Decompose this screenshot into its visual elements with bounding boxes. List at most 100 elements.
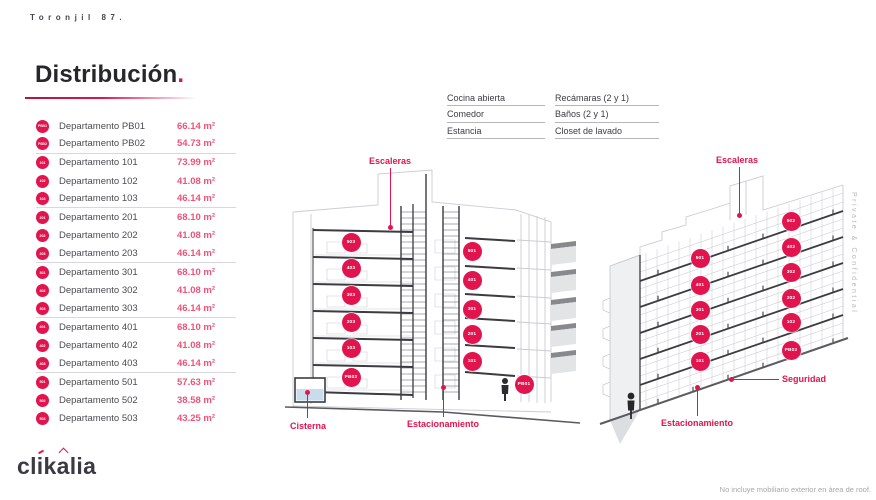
cistern-box [294,377,326,403]
apartment-label: Departamento 403 [59,358,138,369]
apartment-area: 41.08 m² [177,175,216,187]
apartment-label: Departamento 201 [59,212,138,224]
unit-badge: 201 [690,324,710,344]
apartment-area: 46.14 m² [177,248,216,260]
apartment-row: 203 Departamento 203 46.14 m² [36,245,236,264]
apartment-area: 66.14 m² [177,120,216,132]
legend-item: Comedor [447,106,545,123]
unit-badge: 202 [36,229,49,243]
unit-badge: PB02 [36,137,49,151]
unit-badge: PB01 [36,119,49,133]
pointer-dot [304,390,310,395]
apartment-area: 38.58 m² [177,395,216,407]
apartment-area: 54.73 m² [177,138,216,150]
apartment-row: 103 Departamento 103 46.14 m² [36,190,236,209]
apartment-row: 403 Departamento 403 46.14 m² [36,355,236,374]
unit-badge: 401 [690,275,710,295]
unit-badge: 103 [36,192,49,206]
apartment-area: 46.14 m² [177,358,216,369]
apartment-label: Departamento PB02 [59,138,146,150]
unit-badge: PB02 [781,340,801,360]
person-figure [627,392,635,419]
apartment-label: Departamento 501 [59,376,138,388]
unit-badge: 502 [36,394,49,408]
apartment-label: Departamento 302 [59,285,138,297]
iso-estacionamiento-label: Estacionamiento [660,418,734,428]
apartment-row: 201 Departamento 201 68.10 m² [36,208,236,226]
apartment-row: 501 Departamento 501 57.63 m² [36,373,236,391]
unit-badge: 501 [36,375,49,389]
apartment-row: 302 Departamento 302 41.08 m² [36,282,236,300]
apartment-label: Departamento 503 [59,413,138,425]
apartment-row: PB02 Departamento PB02 54.73 m² [36,135,236,154]
unit-badge: 101 [690,351,710,371]
unit-badge: PB01 [514,374,534,394]
project-name: Toronjil 87. [30,13,127,22]
unit-badge: 401 [462,270,482,290]
apartment-label: Departamento 301 [59,267,138,279]
legend-item: Estancia [447,123,545,140]
apartment-label: Departamento 502 [59,395,138,407]
apartment-area: 46.14 m² [177,193,216,205]
section-escaleras-label: Escaleras [368,156,412,166]
apartment-area: 46.14 m² [177,303,216,315]
unit-badge: 502 [781,211,801,231]
unit-badge: 503 [36,412,49,426]
apartment-area: 68.10 m² [177,321,216,333]
apartment-label: Departamento 401 [59,321,138,333]
apartment-label: Departamento 203 [59,248,138,260]
legend-item: Closet de lavado [555,123,659,140]
unit-badge: 301 [36,266,49,280]
unit-badge: 302 [36,284,49,298]
section-elevation-drawing [284,169,581,424]
unit-badge: PB02 [341,367,361,387]
pointer-line [696,390,698,416]
legend-item: Recámaras (2 y 1) [555,90,659,107]
unit-badge: 303 [341,285,361,305]
unit-badge: 102 [781,312,801,332]
unit-badge: 301 [462,299,482,319]
unit-badge: 101 [462,351,482,371]
unit-badge: 203 [36,247,49,261]
iso-escaleras-label: Escaleras [715,155,759,165]
unit-badge: 501 [690,248,710,268]
unit-badge: 201 [36,211,49,225]
legend-item: Baños (2 y 1) [555,106,659,123]
apartment-label: Departamento 101 [59,157,138,169]
apartment-row: 502 Departamento 502 38.58 m² [36,391,236,409]
unit-badge: 303 [36,302,49,316]
apartment-area: 68.10 m² [177,212,216,224]
unit-badge: 302 [781,262,801,282]
unit-badge: 102 [36,174,49,188]
apartment-area: 57.63 m² [177,376,216,388]
unit-badge: 403 [341,258,361,278]
unit-badge: 403 [36,357,49,370]
person-figure [501,378,509,401]
unit-badge: 402 [781,237,801,257]
unit-badge: 202 [781,288,801,308]
page-title: Distribución. [35,61,185,88]
iso-seguridad-label: Seguridad [782,374,827,384]
title-accent-dot: . [177,61,185,88]
pointer-dot [388,225,393,230]
apartment-area: 41.08 m² [177,285,216,297]
apartment-label: Departamento 103 [59,193,138,205]
apartment-row: 101 Departamento 101 73.99 m² [36,154,236,172]
apartment-label: Departamento 402 [59,340,138,352]
apartment-area: 43.25 m² [177,413,216,425]
unit-badge: 101 [36,156,49,170]
pointer-line [442,390,444,417]
unit-badge: 301 [690,300,710,320]
apartment-row: 503 Departamento 503 43.25 m² [36,410,236,428]
apartment-label: Departamento 303 [59,303,138,315]
apartment-area: 73.99 m² [177,157,216,169]
section-cisterna-label: Cisterna [289,421,327,431]
